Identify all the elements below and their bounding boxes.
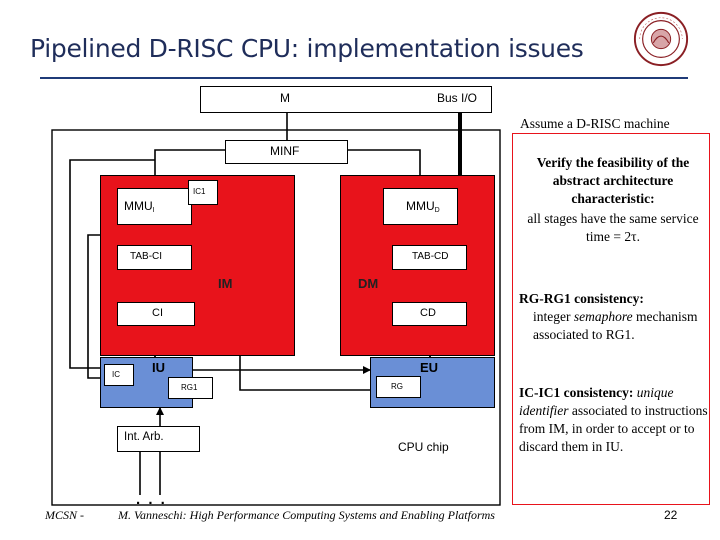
eu-label: EU xyxy=(420,360,439,375)
ellipsis: . . . xyxy=(136,491,167,508)
im-label: IM xyxy=(218,276,233,291)
page-number: 22 xyxy=(664,508,678,522)
tab-cd-label: TAB-CD xyxy=(412,251,449,262)
university-seal-logo xyxy=(633,11,689,67)
verify-note: Verify the feasibility of the abstract a… xyxy=(536,155,690,206)
dm-label: DM xyxy=(358,276,379,291)
ci-label: CI xyxy=(152,307,163,319)
memory-bus-box xyxy=(200,86,492,113)
ci-box xyxy=(117,302,195,326)
rg-consistency-title: RG-RG1 consistency: xyxy=(519,291,644,306)
ic1-label: IC1 xyxy=(193,187,206,196)
iu-label: IU xyxy=(152,360,165,375)
mmud-box xyxy=(383,188,458,225)
rg-consistency-body: integer semaphore mechanism associated t… xyxy=(533,309,698,342)
ic-label: IC xyxy=(112,370,120,379)
int-arb-label: Int. Arb. xyxy=(124,431,164,443)
stages-note: all stages have the same service time = … xyxy=(527,211,699,244)
footer-center: M. Vanneschi: High Performance Computing… xyxy=(118,508,495,522)
cd-box xyxy=(392,302,467,326)
mmui-box xyxy=(117,188,192,225)
bus-io-label: Bus I/O xyxy=(437,91,478,105)
cpu-chip-label: CPU chip xyxy=(398,440,449,454)
rg1-box xyxy=(168,377,213,399)
minf-box xyxy=(225,140,348,164)
title-rule xyxy=(40,77,688,79)
ic1-box xyxy=(188,180,218,205)
slide-title: Pipelined D-RISC CPU: implementation iss… xyxy=(30,34,584,63)
interrupt-arbiter-box xyxy=(117,426,200,452)
cd-label: CD xyxy=(420,307,436,319)
mmui-label: MMUI xyxy=(124,199,155,214)
tab-ci-label: TAB-CI xyxy=(130,251,163,262)
mmud-label: MMUD xyxy=(406,199,440,214)
tab-ci-box xyxy=(117,245,192,270)
ic-box xyxy=(104,364,134,386)
rg1-label: RG1 xyxy=(181,383,198,392)
rg-box xyxy=(376,376,421,398)
notes-panel: Verify the feasibility of the abstract a… xyxy=(512,133,710,505)
footer-left: MCSN - xyxy=(45,508,84,522)
memory-label: M xyxy=(280,91,290,105)
assume-note: Assume a D-RISC machine xyxy=(520,116,670,131)
tab-cd-box xyxy=(392,245,467,270)
rg-label: RG xyxy=(391,382,403,391)
minf-label: MINF xyxy=(270,144,300,158)
ic-consistency-note: IC-IC1 consistency: unique identifier as… xyxy=(519,385,708,454)
